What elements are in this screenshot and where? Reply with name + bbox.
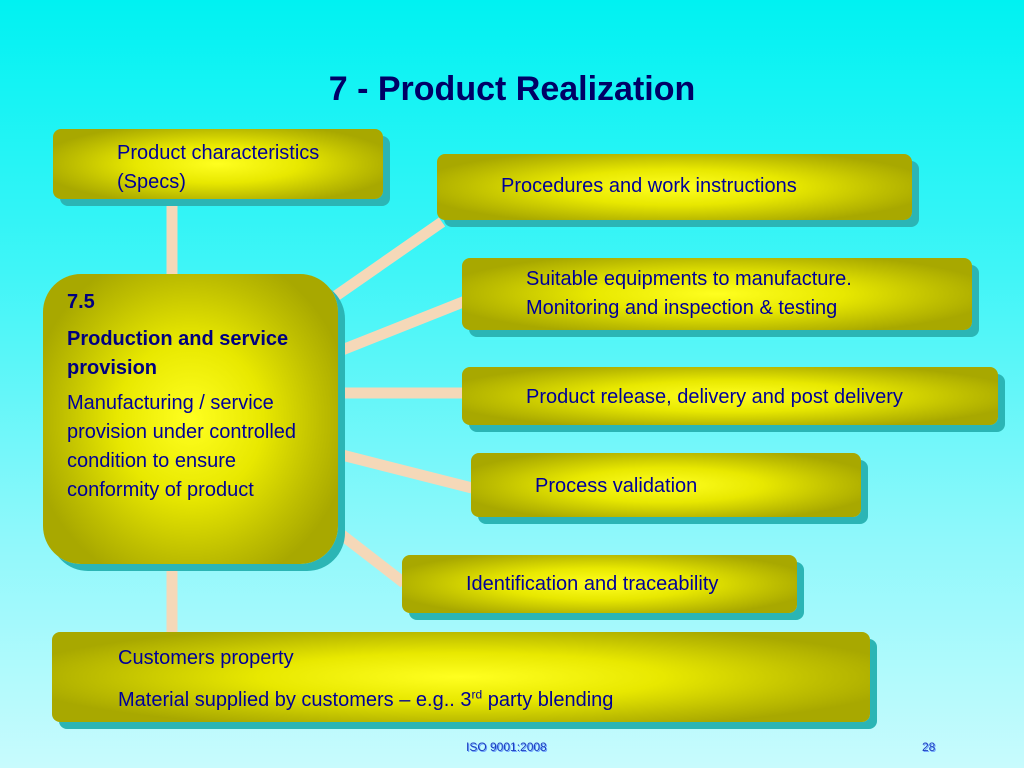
connector-procedures (326, 217, 446, 305)
specs-line-2: (Specs) (117, 171, 186, 193)
release-label: Product release, delivery and post deliv… (526, 386, 903, 408)
connector-equipment (339, 294, 471, 356)
ordinal-suffix: rd (471, 687, 483, 702)
specs-box: Product characteristics (Specs) (53, 129, 383, 199)
procedures-label: Procedures and work instructions (501, 175, 797, 197)
release-box: Product release, delivery and post deliv… (462, 367, 998, 425)
equipment-line-1: Suitable equipments to manufacture. (526, 268, 852, 290)
clause-description: Manufacturing / service provision under … (67, 392, 297, 501)
connector-validation (340, 449, 474, 494)
equipment-box: Suitable equipments to manufacture. Moni… (462, 258, 972, 330)
connector-identification (338, 530, 408, 588)
footer-standard-label: ISO 9001:2008 (466, 740, 547, 754)
customers-line-2: Material supplied by customers – e.g.. 3… (118, 686, 870, 715)
production-box: 7.5 Production and service provision Man… (43, 274, 338, 564)
slide-title: 7 - Product Realization (328, 70, 696, 108)
identification-box: Identification and traceability (402, 555, 797, 613)
equipment-line-2: Monitoring and inspection & testing (526, 297, 838, 319)
customers-line-2-text: Material supplied by customers – e.g.. 3 (118, 689, 472, 711)
validation-box: Process validation (471, 453, 861, 517)
validation-label: Process validation (535, 475, 698, 497)
clause-heading: Production and service provision (67, 328, 289, 379)
customers-box: Customers property Material supplied by … (52, 632, 870, 722)
identification-label: Identification and traceability (466, 573, 719, 595)
customers-line-2-tail: party blending (482, 689, 614, 711)
procedures-box: Procedures and work instructions (437, 154, 912, 220)
specs-line-1: Product characteristics (117, 142, 320, 164)
customers-line-1: Customers property (118, 647, 294, 669)
footer-page-number: 28 (922, 740, 936, 754)
clause-number: 7.5 (67, 291, 95, 313)
